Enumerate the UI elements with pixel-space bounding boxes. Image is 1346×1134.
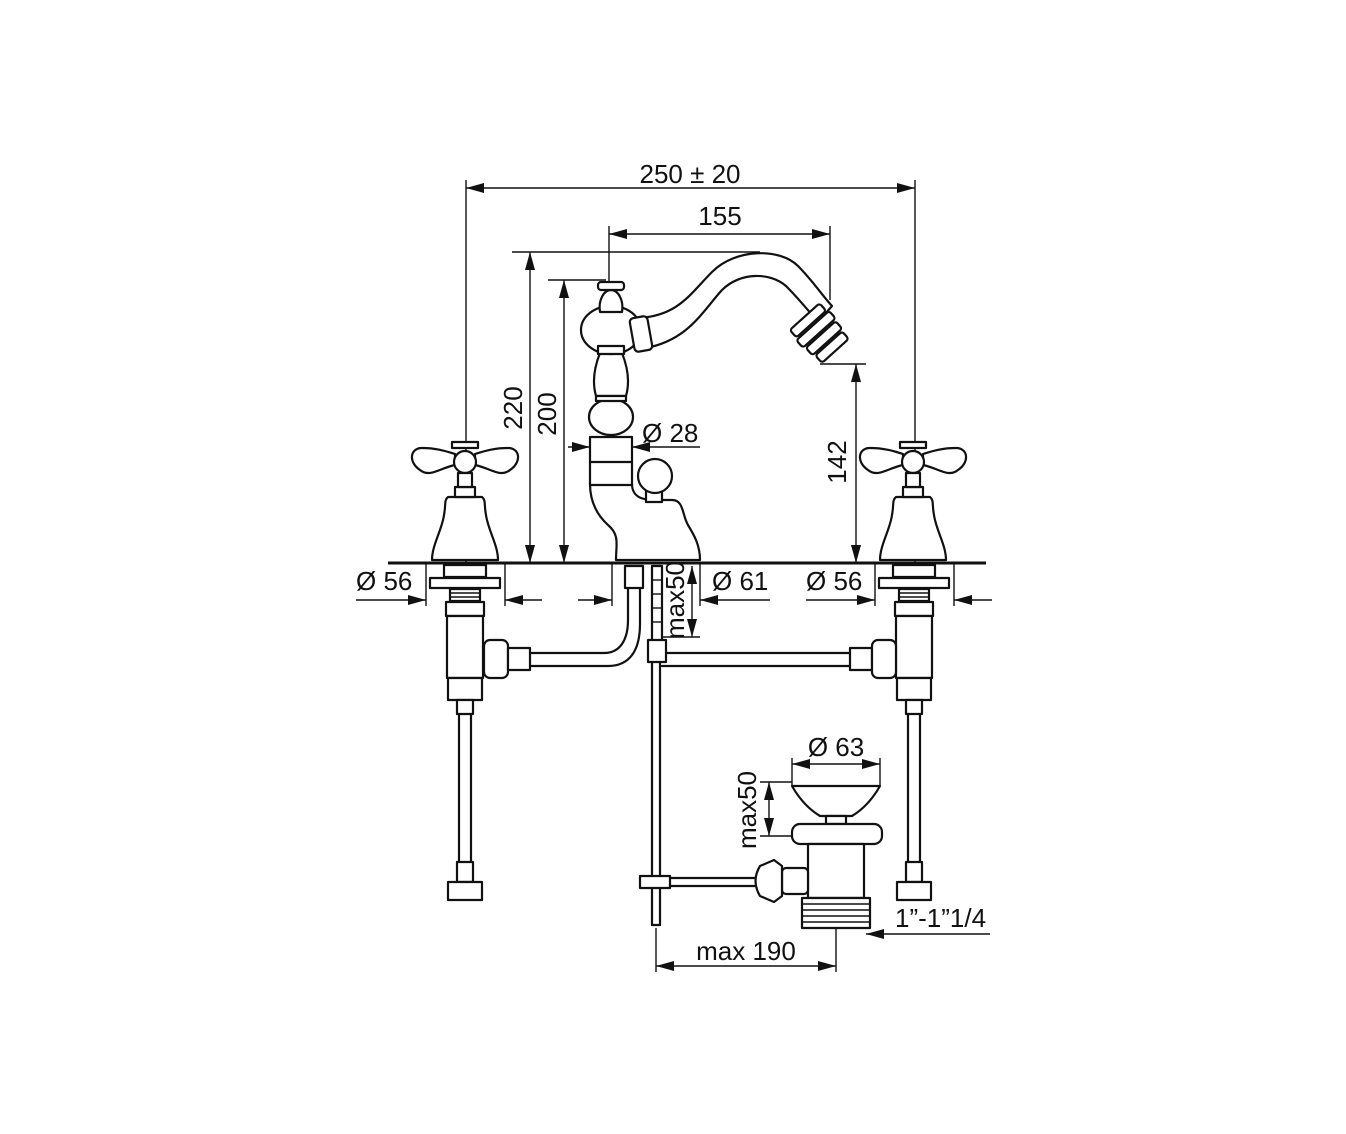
dimension-drain-thickness: max50	[732, 771, 792, 849]
label-overall-width: 250 ± 20	[639, 159, 740, 189]
right-handle	[858, 440, 968, 562]
drain-waste	[754, 784, 884, 930]
dimension-height-lever: 200	[532, 279, 606, 563]
left-valve-under	[428, 563, 502, 902]
dimension-handle-right-diameter: Ø 56	[806, 563, 992, 606]
right-valve-under	[877, 563, 951, 902]
label-handle-right-diameter: Ø 56	[806, 566, 862, 596]
label-max-thickness: max50	[660, 561, 690, 639]
dimension-spout-height: 142	[820, 363, 866, 563]
label-drain-thread: 1”-1”1/4	[895, 903, 986, 933]
label-height-total: 220	[498, 386, 528, 429]
left-handle	[410, 440, 520, 562]
label-body-diameter: Ø 28	[642, 418, 698, 448]
dimension-rod-reach: max 190	[655, 928, 837, 972]
dimension-drain-thread: 1”-1”1/4	[866, 903, 990, 939]
label-spout-height: 142	[822, 440, 852, 483]
dimension-drain-diameter: Ø 63	[791, 732, 881, 786]
dimension-handle-left-diameter: Ø 56	[356, 563, 542, 606]
label-handle-left-diameter: Ø 56	[356, 566, 412, 596]
dimension-spout-base-diameter: Ø 61	[578, 563, 770, 606]
label-height-lever: 200	[532, 392, 562, 435]
dimension-body-diameter: Ø 28	[568, 418, 700, 452]
label-drain-diameter: Ø 63	[808, 732, 864, 762]
label-rod-reach: max 190	[696, 936, 796, 966]
dimension-overall-width: 250 ± 20	[465, 159, 916, 563]
dimension-spout-reach: 155	[608, 201, 831, 300]
dimension-height-total: 220	[498, 251, 760, 563]
label-spout-reach: 155	[698, 201, 741, 231]
spout-body	[579, 252, 849, 562]
label-drain-thickness: max50	[732, 771, 762, 849]
dimension-max-thickness: max50	[660, 561, 700, 639]
label-spout-base-diameter: Ø 61	[712, 566, 768, 596]
connecting-hoses	[482, 564, 898, 927]
